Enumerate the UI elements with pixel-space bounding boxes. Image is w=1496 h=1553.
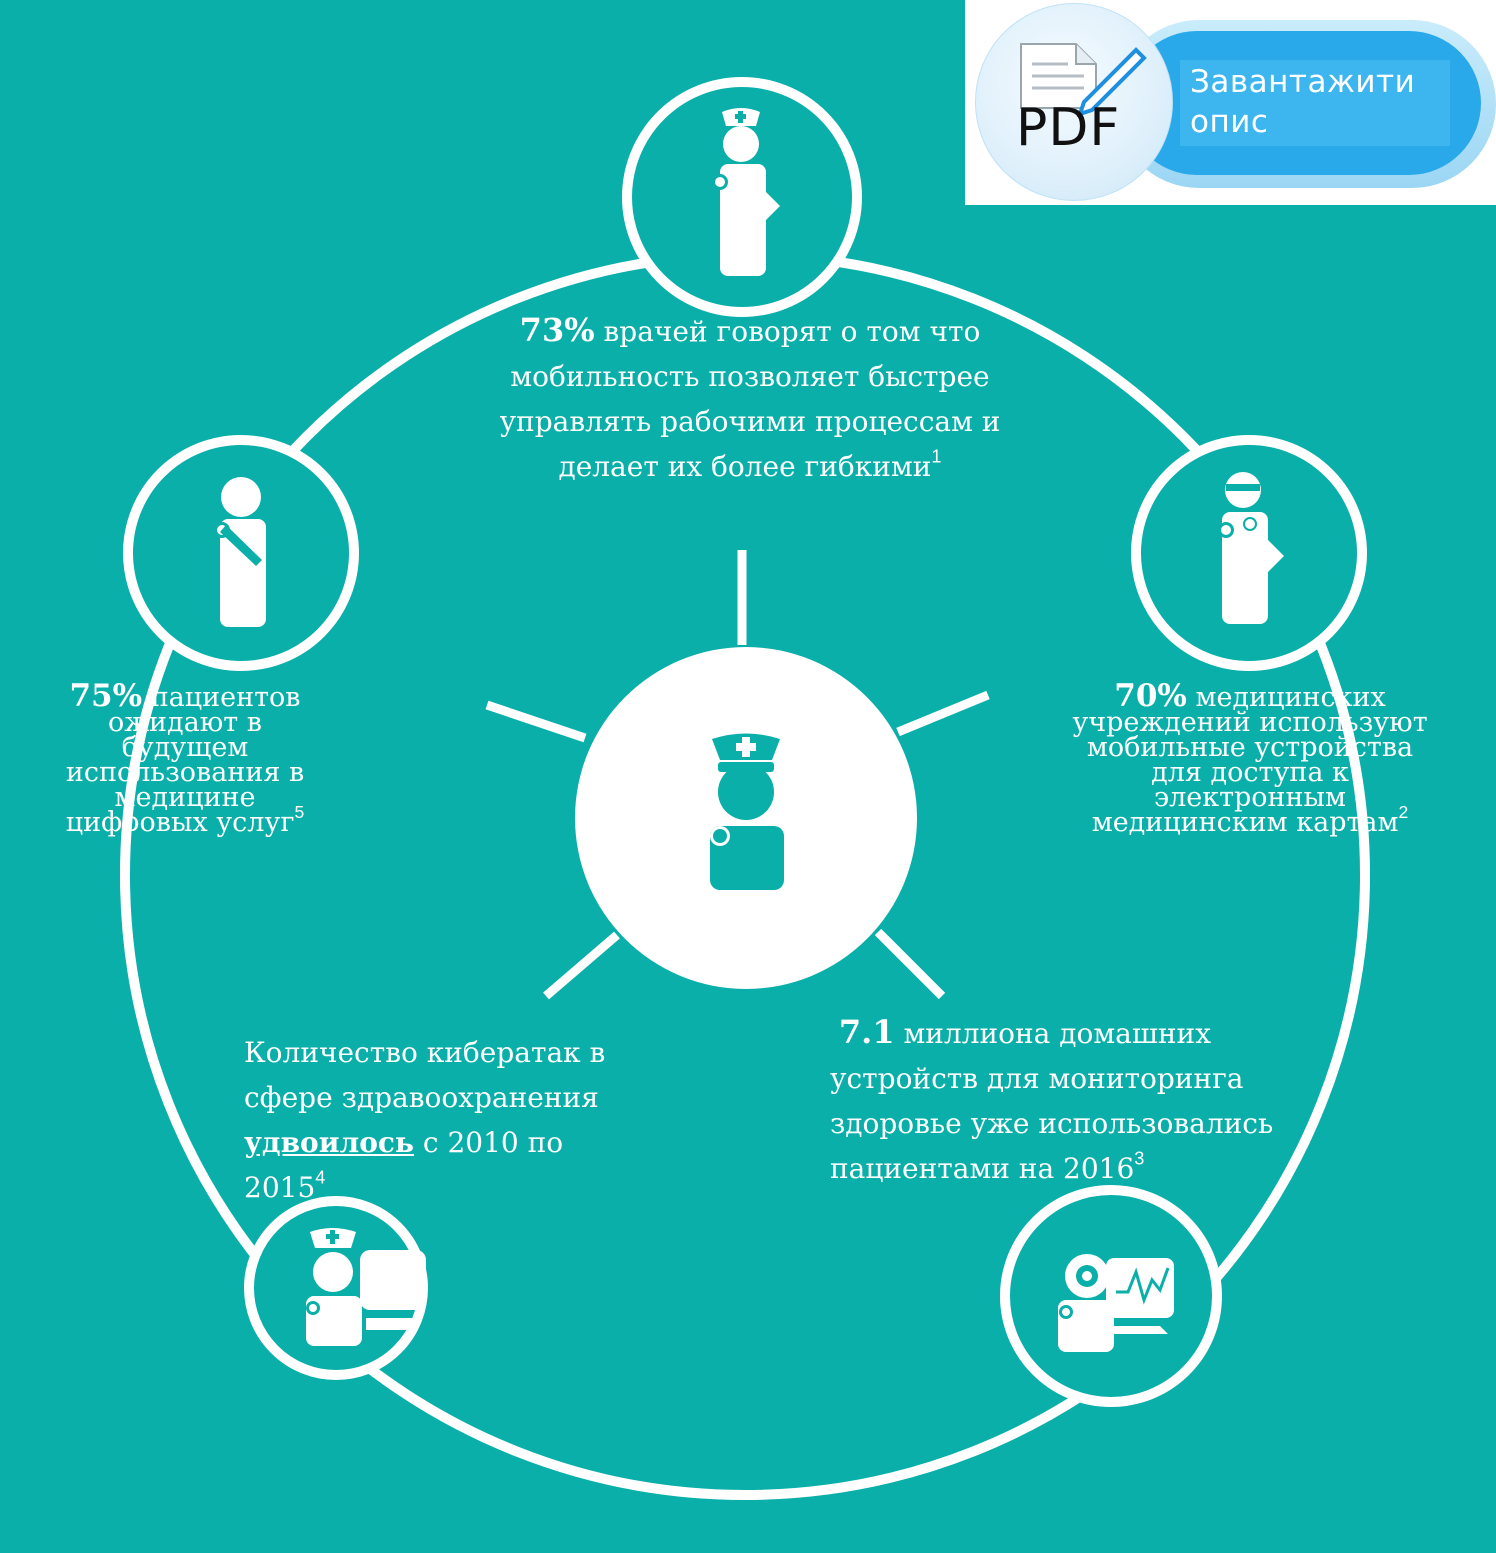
stat-cyberattacks: Количество кибератак в сфере здравоохран… <box>244 1036 606 1204</box>
document-edit-icon <box>1020 43 1147 118</box>
nurse-at-monitor-icon <box>306 1228 426 1346</box>
node-left <box>123 435 359 671</box>
doctor-monitoring-icon <box>1058 1254 1174 1352</box>
node-bottom-left <box>244 1196 428 1380</box>
node-right <box>1131 435 1367 671</box>
nurse-icon <box>710 733 784 890</box>
footnote-ref: 4 <box>315 1167 326 1188</box>
footnote-ref: 1 <box>931 446 942 467</box>
footnote-ref: 5 <box>294 801 305 822</box>
stat-doctors-value: 73% <box>519 311 595 349</box>
download-description-button[interactable]: Завантажити опис <box>1180 60 1450 146</box>
stat-patients: 75% пациентов ожидают в будущем использо… <box>65 678 305 838</box>
stat-institutions-value: 70% <box>1114 678 1187 714</box>
footnote-ref: 3 <box>1134 1148 1145 1169</box>
stat-institutions: 70% медицинских учреждений используют мо… <box>1072 678 1428 838</box>
node-top <box>622 77 862 317</box>
stat-cyber-emphasis: удвоилось <box>244 1126 414 1159</box>
doctor-with-tablet-icon <box>1218 472 1284 624</box>
stat-patients-value: 75% <box>69 678 143 714</box>
stat-devices: 7.1 миллиона домашних устройств для мони… <box>830 1013 1274 1185</box>
patient-with-tablet-icon <box>214 477 266 627</box>
pdf-label: PDF <box>1016 98 1121 158</box>
pdf-document-icon[interactable] <box>975 3 1173 201</box>
stat-devices-value: 7.1 <box>838 1013 895 1051</box>
footnote-ref: 2 <box>1398 801 1409 822</box>
node-bottom-right <box>1000 1185 1222 1407</box>
center-spokes <box>485 550 990 1000</box>
stat-doctors: 73% врачей говорят о том что мобильность… <box>499 311 1001 483</box>
center-node <box>575 647 917 989</box>
